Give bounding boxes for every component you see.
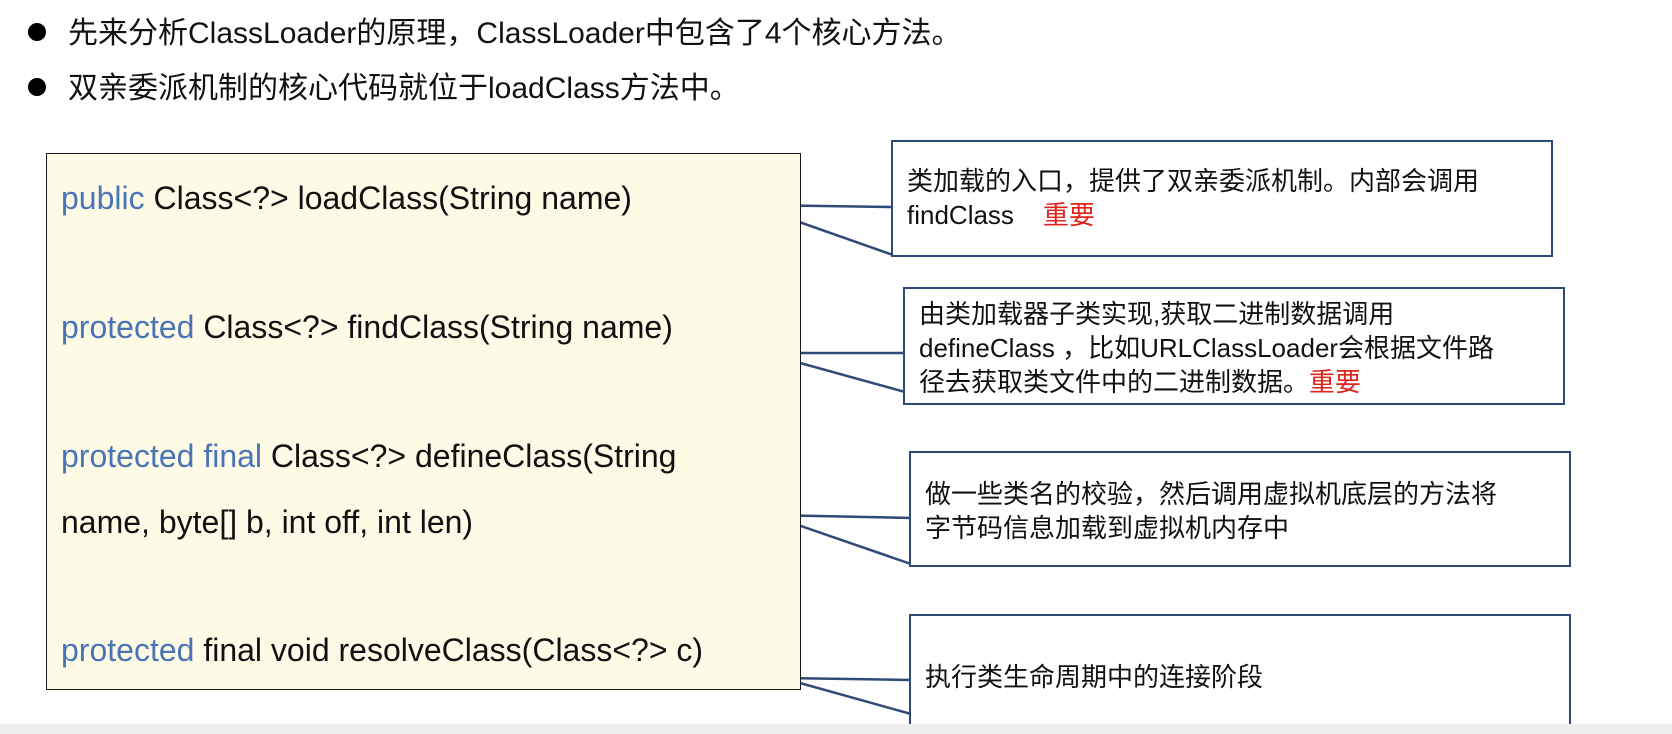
callout-text: 字节码信息加载到虚拟机内存中 [925,513,1290,543]
bullet-text: 双亲委派机制的核心代码就位于loadClass方法中。 [68,72,740,105]
important-label: 重要 [1042,200,1095,230]
code-line-defineclass: protected final Class<?> defineClass(Str… [61,436,676,476]
callout-text: 做一些类名的校验，然后调用虚拟机底层的方法将 [925,479,1498,509]
callout-text: 类加载的入口，提供了双亲委派机制。内部会调用 [907,166,1480,196]
connector-4 [781,676,913,716]
signature: Class<?> loadClass(String name) [144,180,632,216]
bullet-dot-icon [28,23,46,42]
keyword: protected [61,309,195,345]
bullet-item: 双亲委派机制的核心代码就位于loadClass方法中。 [28,69,740,109]
callout-text: 执行类生命周期中的连接阶段 [925,662,1264,692]
code-line-defineclass-params: name, byte[] b, int off, int len) [61,502,473,542]
callout-loadclass: 类加载的入口，提供了双亲委派机制。内部会调用 findClass 重要 [891,140,1553,257]
callout-text: findClass 重要 [907,200,1095,230]
callout-text: defineClass ，比如URLClassLoader会根据文件路 [919,333,1495,363]
code-box: public Class<?> loadClass(String name) p… [46,153,801,690]
bottom-band [0,724,1672,734]
signature: Class<?> findClass(String name) [194,309,673,345]
callout-resolveclass: 执行类生命周期中的连接阶段 [909,614,1571,732]
code-line-loadclass: public Class<?> loadClass(String name) [61,178,632,218]
callout-text: 径去获取类文件中的二进制数据。重要 [919,367,1362,397]
keyword: protected [61,632,195,668]
signature: name, byte[] b, int off, int len) [61,504,474,540]
bullet-item: 先来分析ClassLoader的原理，ClassLoader中包含了4个核心方法… [28,14,962,54]
callout-defineclass: 做一些类名的校验，然后调用虚拟机底层的方法将 字节码信息加载到虚拟机内存中 [909,451,1571,567]
callout-text: 由类加载器子类实现,获取二进制数据调用 [919,299,1395,329]
code-line-findclass: protected Class<?> findClass(String name… [61,307,673,347]
keyword: protected final [61,438,263,474]
bullet-dot-icon [28,78,46,97]
code-line-resolveclass: protected final void resolveClass(Class<… [61,630,703,670]
signature: Class<?> defineClass(String [262,438,677,474]
signature: final void resolveClass(Class<?> c) [194,632,704,668]
bullet-text: 先来分析ClassLoader的原理，ClassLoader中包含了4个核心方法… [68,17,962,50]
important-label: 重要 [1309,367,1362,397]
callout-findclass: 由类加载器子类实现,获取二进制数据调用 defineClass ，比如URLCl… [903,287,1565,405]
keyword: public [61,180,145,216]
